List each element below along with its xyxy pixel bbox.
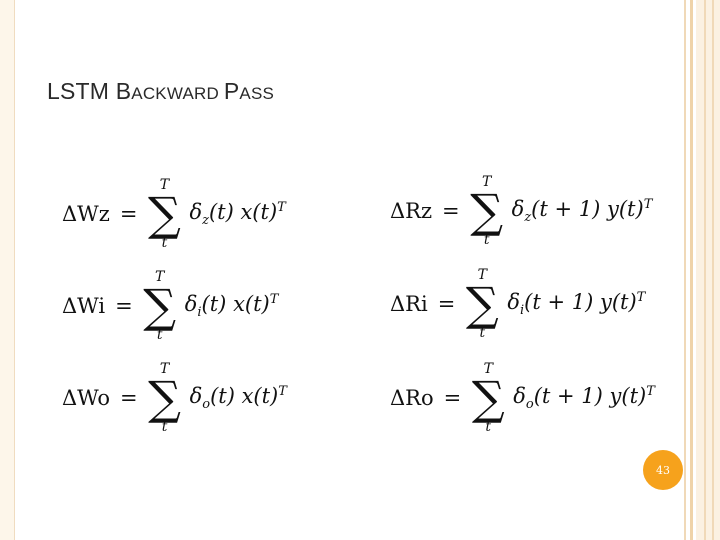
summation: T ∑ t	[465, 268, 499, 340]
equation-lhs: ΔRi	[390, 292, 428, 316]
delta-subscript: i	[197, 305, 202, 321]
sum-lower-limit: t	[485, 419, 492, 435]
equation-delta-wz: ΔWz = T ∑ t δz(t) x(t)T	[62, 178, 286, 250]
equation-lhs: ΔWz	[62, 202, 110, 226]
delta-time-arg: (t + 1)	[531, 196, 601, 221]
input-vector: x(t)	[233, 291, 270, 316]
input-vector: x(t)	[241, 383, 279, 408]
equals-sign: =	[119, 202, 138, 226]
sigma-symbol: ∑	[471, 371, 505, 425]
sum-lower-limit: t	[479, 325, 486, 341]
equation-lhs: ΔRz	[390, 199, 433, 223]
equals-sign: =	[443, 386, 462, 410]
sum-upper-limit: T	[481, 174, 492, 190]
sigma-symbol: ∑	[470, 184, 504, 238]
sigma-symbol: ∑	[148, 187, 181, 241]
sum-upper-limit: T	[159, 361, 170, 377]
sigma-symbol: ∑	[143, 279, 177, 333]
sum-lower-limit: t	[161, 419, 168, 435]
delta-subscript: z	[202, 213, 209, 229]
equation-rhs: δi(t) x(t)T	[184, 291, 279, 321]
slide-title: LSTM BACKWARD PASS	[47, 78, 275, 104]
delta-subscript: i	[519, 303, 525, 319]
equation-rhs: δz(t + 1) y(t)T	[511, 196, 653, 226]
summation: T ∑ t	[471, 362, 505, 434]
output-vector: y(t)	[607, 196, 644, 221]
right-border-decoration	[684, 0, 720, 540]
equation-delta-rz: ΔRz = T ∑ t δz(t + 1) y(t)T	[390, 175, 652, 247]
equation-rhs: δi(t + 1) y(t)T	[507, 289, 646, 319]
sigma-symbol: ∑	[465, 277, 499, 331]
delta-time-arg: (t)	[210, 383, 235, 408]
equals-sign: =	[437, 292, 456, 316]
delta-time-arg: (t)	[201, 291, 227, 316]
delta-time-arg: (t)	[208, 199, 234, 224]
input-vector: x(t)	[240, 199, 278, 224]
delta-time-arg: (t + 1)	[524, 289, 594, 314]
equation-delta-wi: ΔWi = T ∑ t δi(t) x(t)T	[62, 270, 278, 342]
summation: T ∑ t	[147, 178, 181, 250]
equals-sign: =	[119, 386, 138, 410]
page-number-badge: 43	[643, 450, 683, 490]
sum-lower-limit: t	[483, 232, 490, 248]
delta-subscript: o	[525, 397, 534, 413]
equation-rhs: δz(t) x(t)T	[189, 199, 286, 229]
delta-subscript: o	[202, 397, 211, 413]
transpose-superscript: T	[636, 289, 646, 305]
equation-rhs: δo(t) x(t)T	[189, 383, 287, 413]
transpose-superscript: T	[646, 383, 655, 399]
equation-lhs: ΔWi	[62, 294, 106, 318]
transpose-superscript: T	[269, 291, 279, 307]
output-vector: y(t)	[599, 289, 637, 314]
equation-rhs: δo(t + 1) y(t)T	[513, 383, 655, 413]
output-vector: y(t)	[609, 383, 647, 408]
sigma-symbol: ∑	[148, 371, 181, 425]
equation-delta-ri: ΔRi = T ∑ t δi(t + 1) y(t)T	[390, 268, 645, 340]
equation-delta-wo: ΔWo = T ∑ t δo(t) x(t)T	[62, 362, 287, 434]
sum-lower-limit: t	[161, 235, 168, 251]
summation: T ∑ t	[148, 362, 182, 434]
summation: T ∑ t	[470, 175, 504, 247]
delta-subscript: z	[524, 210, 532, 226]
equation-delta-ro: ΔRo = T ∑ t δo(t + 1) y(t)T	[390, 362, 655, 434]
transpose-superscript: T	[278, 383, 287, 399]
equation-lhs: ΔRo	[390, 386, 434, 410]
sum-lower-limit: t	[156, 327, 163, 343]
sum-upper-limit: T	[483, 361, 493, 377]
left-border-decoration	[0, 0, 15, 540]
transpose-superscript: T	[277, 199, 286, 215]
sum-upper-limit: T	[159, 177, 170, 193]
transpose-superscript: T	[643, 196, 653, 212]
sum-upper-limit: T	[477, 267, 487, 283]
equals-sign: =	[442, 199, 460, 223]
sum-upper-limit: T	[155, 269, 165, 285]
equals-sign: =	[115, 294, 133, 318]
summation: T ∑ t	[143, 270, 177, 342]
equation-lhs: ΔWo	[62, 386, 110, 410]
delta-time-arg: (t + 1)	[533, 383, 603, 408]
